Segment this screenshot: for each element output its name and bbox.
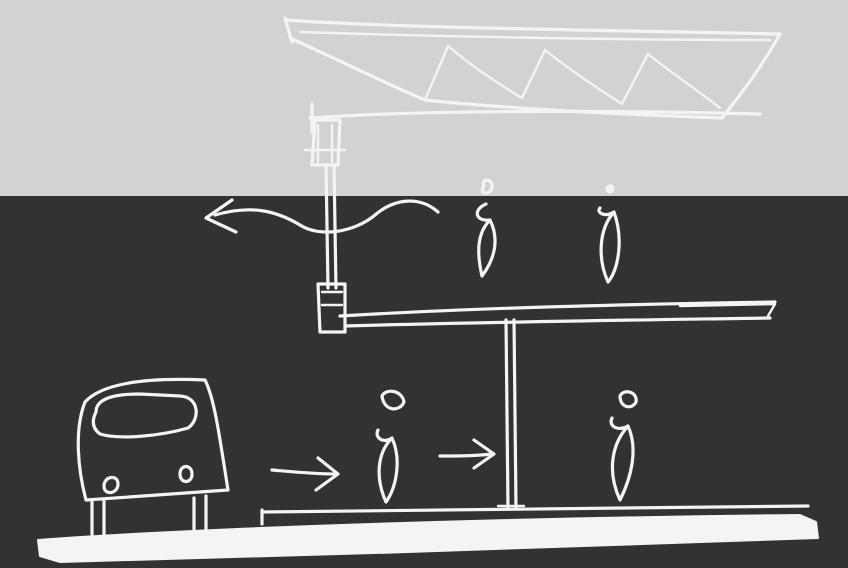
pedestrian-lower-right <box>611 392 636 500</box>
upper-deck <box>340 302 775 326</box>
pedestrian-upper-right <box>599 185 619 282</box>
upper-canopy-truss <box>285 18 780 132</box>
movement-arrow-1 <box>272 458 338 490</box>
lower-column <box>498 320 524 508</box>
pedestrian-upper-left <box>477 180 495 276</box>
movement-arrow-2 <box>440 440 494 468</box>
support-column <box>305 120 345 332</box>
street-ground <box>38 506 818 562</box>
wind-flow-arrow <box>206 200 438 232</box>
bus <box>78 379 228 536</box>
pedestrian-lower-left <box>377 391 404 502</box>
